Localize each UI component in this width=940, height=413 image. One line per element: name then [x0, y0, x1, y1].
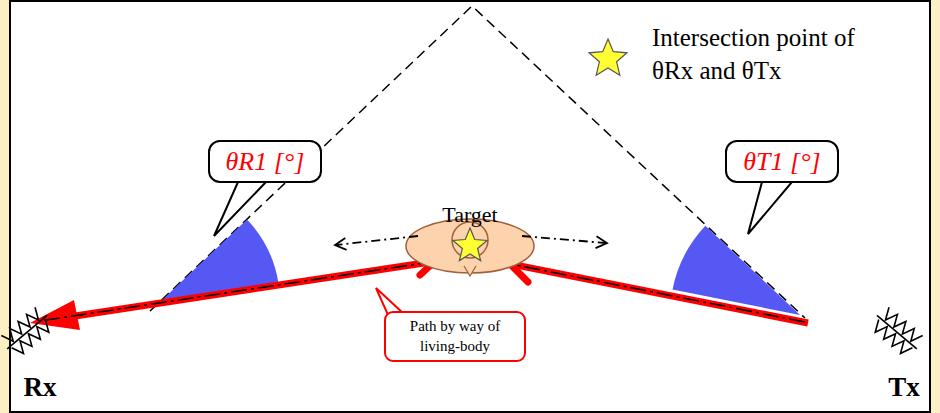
intersection-star — [453, 228, 487, 261]
rx-antenna — [0, 305, 56, 360]
target-body — [406, 219, 534, 273]
antenna-label: Rx — [24, 372, 57, 403]
motion-arrow — [522, 236, 606, 243]
dashed-triangle — [150, 6, 805, 318]
callout-text: θT1 [°] — [743, 146, 820, 177]
target-nose — [464, 266, 476, 276]
legend-star — [586, 36, 630, 80]
angle-callout: θT1 [°] — [725, 140, 838, 183]
angle-callout: θR1 [°] — [208, 140, 323, 183]
callout-tail — [748, 182, 792, 234]
antenna-label: Tx — [888, 372, 920, 403]
path-callout: Path by way of living-body — [384, 311, 526, 362]
callout-tail — [214, 182, 266, 236]
callout-text: Path by way of living-body — [394, 317, 516, 356]
panel — [10, 1, 930, 412]
legend-star — [589, 39, 627, 75]
motion-arrow — [336, 236, 418, 245]
callout-text: θR1 [°] — [226, 146, 305, 177]
legend-text: Intersection point of θRx and θTx — [652, 22, 867, 87]
tx-antenna — [868, 305, 926, 360]
target-label: Target — [442, 202, 497, 228]
